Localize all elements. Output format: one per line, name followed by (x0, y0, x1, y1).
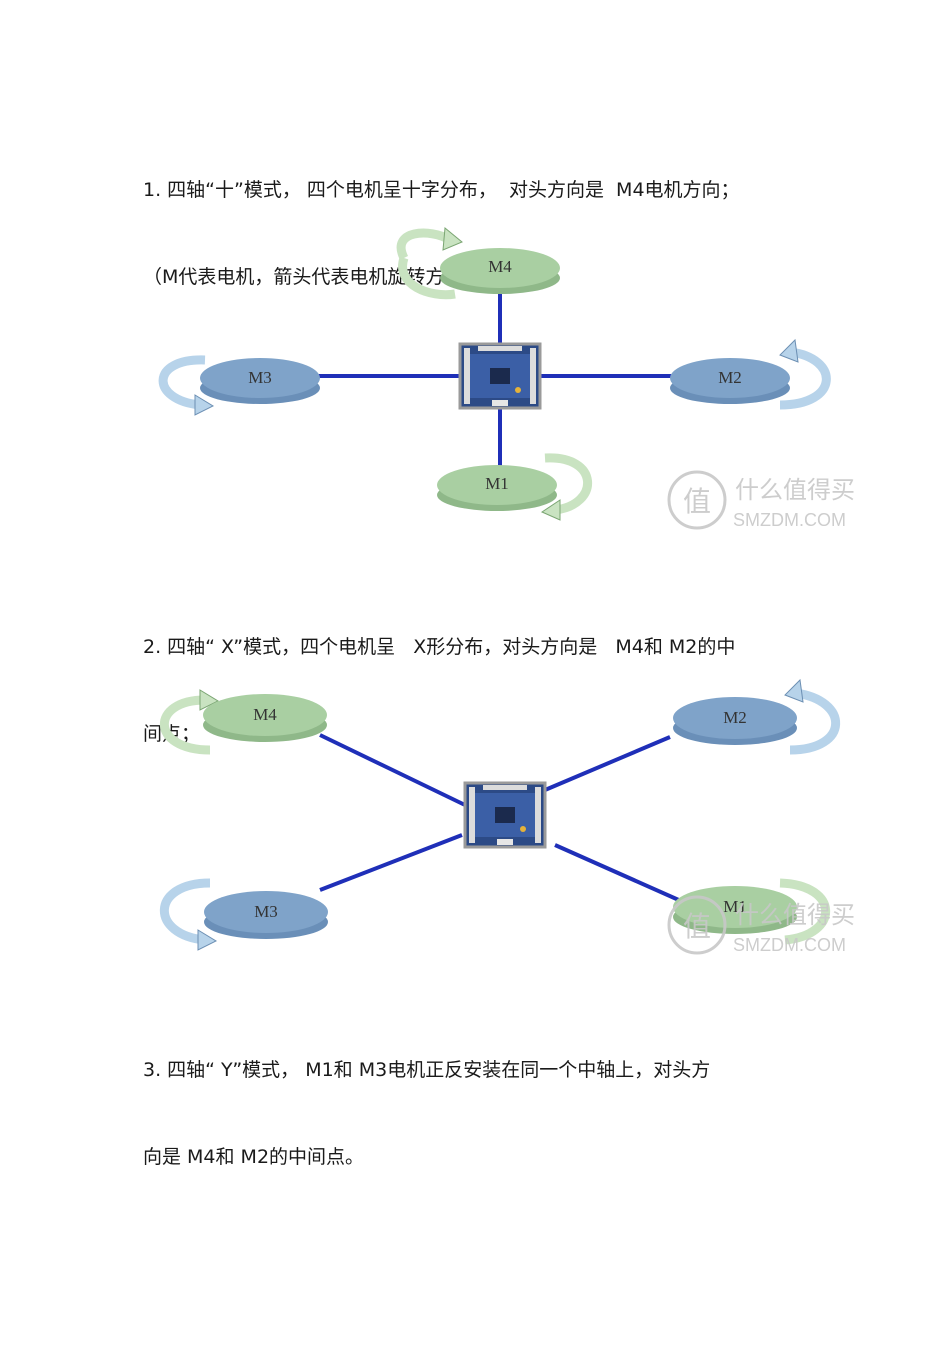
m4-label: M4 (488, 257, 512, 276)
paragraph-3-line-1: 3. 四轴“ Y”模式， M1和 M3电机正反安装在同一个中轴上，对头方 (143, 1059, 711, 1081)
arm-m2 (544, 735, 671, 792)
watermark: 值 什么值得买 SMZDM.COM (667, 895, 855, 955)
arm-m4 (319, 733, 466, 807)
watermark-cn: 什么值得买 (735, 477, 855, 504)
m4-label: M4 (253, 705, 277, 724)
paragraph-1-line-1: 1. 四轴“十”模式， 四个电机呈十字分布， 对头方向是 M4电机方向； (143, 179, 740, 201)
plus-mode-diagram: M4 M3 M2 M1 值 什么值得买 SMZDM.COM (158, 227, 855, 530)
watermark-logo-icon (667, 895, 727, 955)
watermark-cn: 什么值得买 (735, 902, 855, 929)
flight-controller-board (458, 342, 542, 410)
motor-m4: M4 (159, 689, 327, 755)
paragraph-2-line-1: 2. 四轴“ X”模式，四个电机呈 X形分布，对头方向是 M4和 M2的中 (143, 636, 736, 658)
m1-label: M1 (485, 474, 509, 493)
paragraph-3-line-2: 向是 M4和 M2的中间点。 (143, 1146, 365, 1168)
motor-m4: M4 (396, 227, 560, 300)
watermark-en: SMZDM.COM (733, 510, 846, 530)
watermark-logo-icon (667, 470, 727, 530)
watermark-en: SMZDM.COM (733, 935, 846, 955)
m1-label: M1 (723, 897, 747, 916)
m3-label: M3 (254, 902, 278, 921)
paragraph-3: 3. 四轴“ Y”模式， M1和 M3电机正反安装在同一个中轴上，对头方 向是 … (143, 998, 710, 1201)
motor-m1: M1 (437, 453, 593, 521)
m3-label: M3 (248, 368, 272, 387)
x-mode-diagram: M4 M2 M3 M1 值 什么值得买 SMZDM.COM (159, 678, 855, 955)
motor-m3: M3 (158, 355, 320, 416)
motor-m2: M2 (673, 678, 841, 755)
watermark: 值 什么值得买 SMZDM.COM (667, 470, 855, 530)
paragraph-1: 1. 四轴“十”模式， 四个电机呈十字分布， 对头方向是 M4电机方向； （M代… (143, 118, 740, 321)
m2-label: M2 (718, 368, 742, 387)
arm-m1 (554, 843, 691, 907)
motor-m2: M2 (670, 338, 831, 410)
paragraph-1-line-2: （M代表电机，箭头代表电机旋转方向） (143, 266, 483, 288)
arm-m3 (319, 833, 463, 892)
m2-label: M2 (723, 708, 747, 727)
watermark-glyph: 值 (683, 911, 711, 942)
watermark-glyph: 值 (683, 486, 711, 517)
flight-controller-board (463, 781, 547, 849)
motor-m3: M3 (159, 878, 328, 951)
